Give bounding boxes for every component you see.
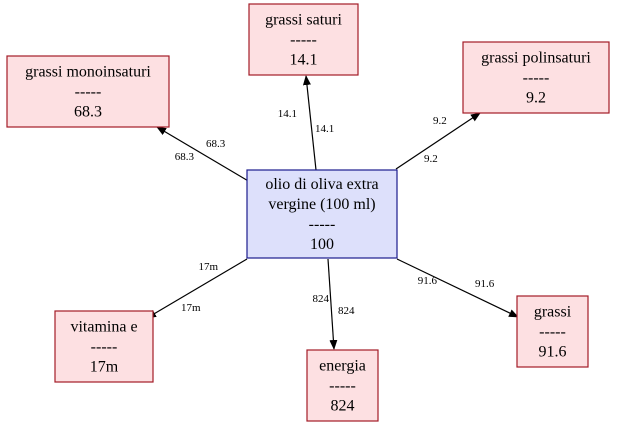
edge-line-vitamina — [146, 258, 248, 319]
node-saturi: grassi saturi ----- 14.1 — [248, 3, 359, 76]
node-energia-box — [306, 349, 379, 422]
node-polinsaturi-line-1: ----- — [523, 70, 550, 87]
node-vitamina-line-0: vitamina e — [70, 319, 137, 336]
edge-label-monoinsaturi-1: 68.3 — [175, 151, 195, 163]
node-monoinsaturi-box — [6, 55, 170, 128]
node-monoinsaturi-line-0: grassi monoinsaturi — [25, 64, 151, 81]
center-node-line-0: olio di oliva extra — [265, 176, 378, 193]
center-node-line-2: ----- — [309, 216, 336, 233]
node-energia-line-1: ----- — [329, 378, 356, 395]
edge-line-monoinsaturi — [156, 126, 251, 183]
node-energia: energia ----- 824 — [306, 349, 379, 422]
edge-label-monoinsaturi-0: 68.3 — [206, 138, 226, 150]
center-node-line-3: 100 — [310, 236, 334, 253]
edge-label-vitamina-1: 17m — [181, 302, 201, 314]
edge-line-saturi — [302, 75, 317, 171]
node-polinsaturi-line-0: grassi polinsaturi — [481, 50, 591, 67]
node-grassi-line-0: grassi — [534, 304, 572, 321]
edge-label-saturi-1: 14.1 — [315, 123, 334, 135]
center-node: olio di oliva extra vergine (100 ml) -----… — [246, 169, 398, 259]
node-polinsaturi-box — [462, 41, 610, 114]
edge-label-polinsaturi-0: 9.2 — [433, 115, 447, 127]
edge-label-vitamina-0: 17m — [198, 261, 218, 273]
edge-label-grassi-1: 91.6 — [475, 278, 495, 290]
edge-label-grassi-0: 91.6 — [418, 275, 438, 287]
node-vitamina-line-2: 17m — [90, 359, 119, 376]
node-vitamina: vitamina e ----- 17m — [54, 310, 154, 383]
node-vitamina-box — [54, 310, 154, 383]
edge-line-energia — [327, 258, 338, 350]
node-monoinsaturi-line-1: ----- — [75, 84, 102, 101]
edge-label-energia-1: 824 — [338, 305, 355, 317]
edge-energia: 824 824 — [313, 258, 355, 350]
edge-saturi: 14.1 14.1 — [278, 75, 334, 171]
edge-vitamina: 17m 17m — [146, 258, 248, 319]
node-saturi-line-1: ----- — [290, 32, 317, 49]
node-grassi-line-2: 91.6 — [539, 344, 567, 361]
edge-line-polinsaturi — [395, 112, 481, 170]
edge-label-saturi-0: 14.1 — [278, 108, 297, 120]
node-vitamina-line-1: ----- — [91, 339, 118, 356]
edge-label-energia-0: 824 — [313, 293, 330, 305]
edge-label-polinsaturi-1: 9.2 — [424, 153, 438, 165]
node-energia-line-2: 824 — [331, 398, 355, 415]
node-saturi-line-2: 14.1 — [290, 52, 318, 69]
center-node-line-1: vergine (100 ml) — [268, 196, 375, 213]
node-monoinsaturi: grassi monoinsaturi ----- 68.3 — [6, 55, 170, 128]
edge-grassi: 91.6 91.6 — [396, 258, 519, 318]
node-grassi: grassi ----- 91.6 — [516, 295, 589, 368]
node-monoinsaturi-line-2: 68.3 — [74, 104, 102, 121]
node-saturi-box — [248, 3, 359, 76]
edge-monoinsaturi: 68.3 68.3 — [156, 126, 251, 183]
node-polinsaturi: grassi polinsaturi ----- 9.2 — [462, 41, 610, 114]
node-polinsaturi-line-2: 9.2 — [526, 90, 546, 107]
node-grassi-line-1: ----- — [539, 324, 566, 341]
edge-line-grassi — [396, 258, 519, 318]
center-node-box — [246, 169, 398, 259]
node-saturi-line-0: grassi saturi — [265, 12, 342, 29]
edge-polinsaturi: 9.2 9.2 — [395, 112, 481, 170]
node-energia-line-0: energia — [319, 358, 366, 375]
node-grassi-box — [516, 295, 589, 368]
